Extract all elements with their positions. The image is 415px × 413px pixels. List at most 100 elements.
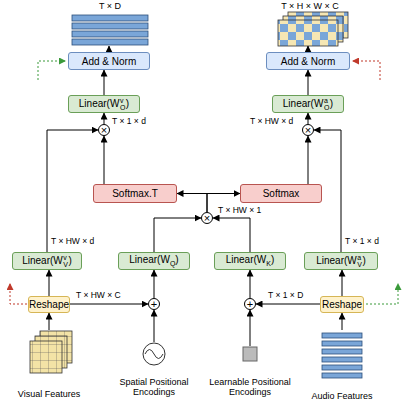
arrow-connector xyxy=(49,270,50,296)
node-label: + xyxy=(247,298,253,310)
superscript: a xyxy=(324,97,329,104)
multiply-circle: × xyxy=(98,124,110,136)
node-label: Learnable Positional Encodings xyxy=(209,377,291,397)
subscript: O xyxy=(324,104,329,111)
node-label: ) xyxy=(330,98,333,109)
dimension-label: T × HW × 1 xyxy=(218,205,261,215)
node-label: Linear(W xyxy=(79,98,120,109)
multiply-circle: × xyxy=(201,212,213,224)
output-feature-maps xyxy=(278,12,348,46)
arrow-connector xyxy=(177,194,207,213)
arrow-connector xyxy=(154,310,155,342)
arrow-connector xyxy=(213,218,250,252)
dimension-label: T × HW × d xyxy=(250,116,293,126)
node-text: Linear(WaO) xyxy=(283,97,333,111)
node-label: Reshape xyxy=(29,299,69,310)
arrow-connector xyxy=(250,270,251,298)
subscript: V xyxy=(357,261,362,268)
reshape-box: Reshape xyxy=(28,296,70,313)
arrow-connector xyxy=(49,313,50,330)
linear-box: Linear(WQ) xyxy=(118,252,190,270)
audio-feature-bars xyxy=(322,333,362,378)
softmax-box: Softmax xyxy=(240,184,322,203)
output-token-bars xyxy=(72,15,148,45)
dimension-label: T × 1 × d xyxy=(112,116,146,126)
node-label: Add & Norm xyxy=(281,56,335,67)
linear-box: Linear(WaO) xyxy=(272,95,344,113)
node-text: Spatial Positional Encodings xyxy=(104,378,204,398)
add-norm-box: Add & Norm xyxy=(68,52,150,70)
linear-box: Linear(WK) xyxy=(214,252,286,270)
arrow-connector xyxy=(342,313,343,330)
arrow-connector xyxy=(308,113,309,124)
node-label: Linear(W xyxy=(226,254,267,265)
arrow-connector xyxy=(154,270,155,298)
node-label: T × D xyxy=(99,1,121,11)
multiply-circle: × xyxy=(302,124,314,136)
node-label: Linear(W xyxy=(316,255,357,266)
superscript: v xyxy=(120,97,125,104)
arrow-connector xyxy=(256,304,320,305)
node-text: + xyxy=(247,299,253,310)
node-label: ) xyxy=(175,254,178,265)
node-label: Softmax xyxy=(263,188,300,199)
arrow-connector xyxy=(70,304,148,305)
node-text: Linear(WQ) xyxy=(129,254,178,268)
node-label: × xyxy=(204,212,210,224)
add-circle: + xyxy=(244,298,256,310)
learnable-encoding-symbol xyxy=(243,347,257,361)
script-stack: vV xyxy=(63,254,68,268)
audio-features: Audio Features xyxy=(296,330,388,402)
node-label: Spatial Positional Encodings xyxy=(119,377,188,397)
residual-arrow xyxy=(353,61,380,80)
node-label: ) xyxy=(271,254,274,265)
node-label: Audio Features xyxy=(311,391,372,401)
residual-arrow xyxy=(10,284,27,304)
spatial-encodings: Spatial Positional Encodings xyxy=(104,342,204,398)
superscript: v xyxy=(63,254,68,261)
dimension-label: T × 1 × d xyxy=(345,236,379,246)
node-text: Softmax.T xyxy=(112,188,158,199)
node-label: Softmax.T xyxy=(112,188,158,199)
add-norm-box: Add & Norm xyxy=(266,52,350,70)
softmax-box: Softmax.T xyxy=(93,184,177,203)
arrow-connector xyxy=(104,113,105,124)
arrow-connector xyxy=(250,310,251,346)
node-text: Linear(WK) xyxy=(226,254,275,268)
subscript: O xyxy=(120,104,125,111)
linear-box: Linear(WvV) xyxy=(12,252,82,270)
node-text: × xyxy=(305,125,311,136)
superscript: a xyxy=(357,254,362,261)
node-text: Learnable Positional Encodings xyxy=(200,378,300,398)
arrow-connector xyxy=(308,136,309,184)
node-text: Linear(WaV) xyxy=(316,254,366,268)
script-stack: aV xyxy=(357,254,362,268)
subscript: K xyxy=(266,260,271,267)
node-label: Reshape xyxy=(322,299,362,310)
learnable-encodings: Learnable Positional Encodings xyxy=(200,346,300,398)
script-stack: vO xyxy=(120,97,125,111)
node-text: Linear(WvV) xyxy=(22,254,72,268)
visual-features: Visual Features xyxy=(4,330,94,400)
node-text: Softmax xyxy=(263,188,300,199)
node-text: Linear(WvO) xyxy=(79,97,129,111)
node-text: Visual Features xyxy=(18,390,80,400)
visual-feature-stack xyxy=(30,331,72,373)
arrow-connector xyxy=(308,70,309,95)
node-label: Linear(W xyxy=(22,255,63,266)
node-label: Linear(W xyxy=(129,254,170,265)
dimension-label: T × HW × C xyxy=(76,290,121,300)
linear-box: Linear(WvO) xyxy=(68,95,140,113)
node-label: Linear(W xyxy=(283,98,324,109)
node-text: T × H × W × C xyxy=(281,2,339,12)
node-text: Add & Norm xyxy=(82,56,136,67)
node-label: × xyxy=(101,124,107,136)
node-text: × xyxy=(204,213,210,224)
reshape-box: Reshape xyxy=(320,296,364,313)
arrow-connector xyxy=(47,130,98,252)
arrow-connector xyxy=(104,70,105,95)
node-label: ) xyxy=(362,255,365,266)
node-text: + xyxy=(151,299,157,310)
